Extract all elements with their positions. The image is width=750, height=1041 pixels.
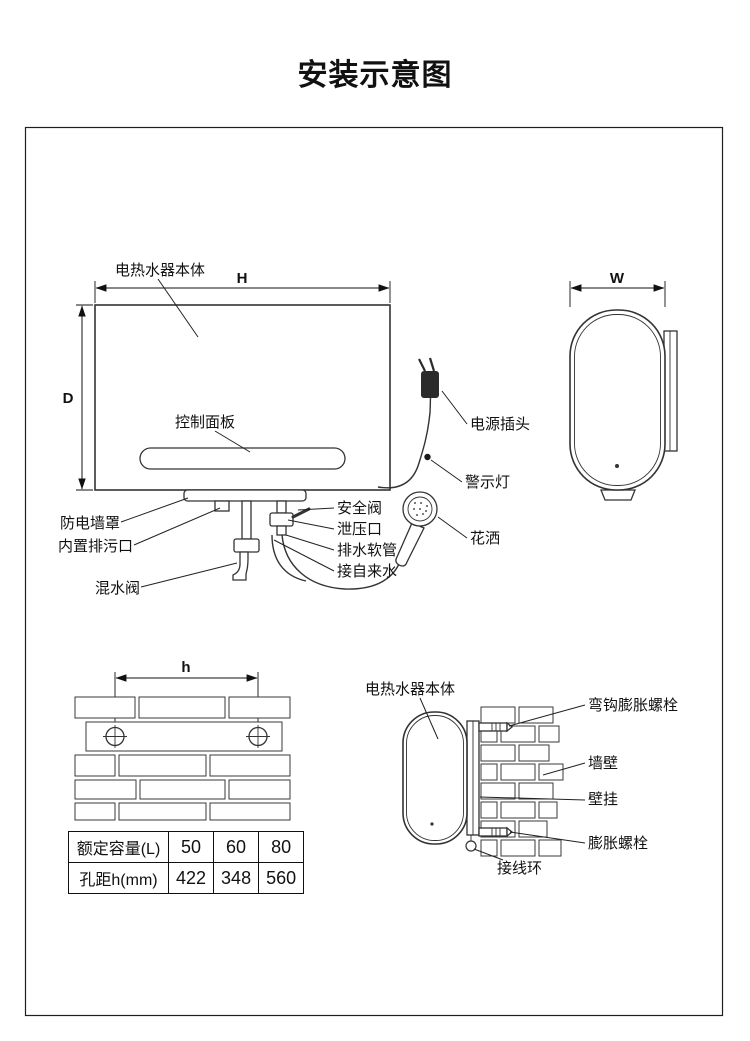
- wiring-ring-label: 接线环: [497, 860, 542, 877]
- hook-expansion-bolt: [478, 721, 514, 733]
- expansion-bolt: [478, 826, 514, 838]
- hook-expansion-bolt-leader: [508, 704, 586, 727]
- spec-row-capacity: 额定容量(L) 50 60 80: [68, 831, 305, 863]
- shower-handle: [395, 522, 425, 567]
- control-panel-leader: [214, 430, 251, 453]
- pressure-relief-leader: [287, 519, 335, 530]
- spec-row-hole-distance: 孔距h(mm) 422 348 560: [68, 862, 305, 894]
- mounting-hole-right-cross: [246, 725, 270, 748]
- install-body-leader: [419, 697, 439, 740]
- shower-leader: [437, 516, 468, 539]
- spec-hole-distance-value-1: 422: [167, 862, 215, 894]
- shower-label: 花洒: [470, 530, 500, 547]
- dim-h-extension-lines: [94, 281, 391, 303]
- heater-body-label: 电热水器本体: [115, 262, 205, 279]
- dim-w-extension-lines: [569, 281, 666, 307]
- hook-expansion-bolt-label: 弯钩膨胀螺栓: [588, 697, 678, 714]
- mixing-valve-pipe: [241, 500, 252, 540]
- dim-d-extension-lines: [76, 304, 93, 491]
- heater-body-install: [402, 711, 468, 845]
- dim-hole-label: h: [181, 659, 190, 676]
- side-base: [600, 489, 636, 501]
- power-plug-leader: [441, 390, 468, 425]
- dim-d-label: D: [63, 390, 74, 407]
- diagram-frame: [24, 126, 724, 1017]
- power-cord: [377, 397, 432, 489]
- spec-hole-distance-label: 孔距h(mm): [68, 862, 169, 894]
- shower-nozzles: [413, 502, 428, 516]
- safety-valve-pipe: [276, 500, 287, 514]
- anti-electric-cover-label: 防电墙罩: [60, 515, 120, 532]
- wall-bracket-leader: [479, 796, 586, 801]
- wall-leader: [542, 762, 586, 776]
- anti-electric-cover-leader: [120, 497, 189, 523]
- heater-body-install-inner: [406, 715, 464, 841]
- spec-hole-distance-value-3: 560: [258, 862, 305, 894]
- wall-install-view: 电热水器本体 弯钩膨胀螺栓 墙壁 壁挂 膨胀螺栓 接线环: [365, 681, 678, 877]
- dim-w-label: W: [610, 270, 625, 287]
- warning-light-leader: [430, 459, 463, 483]
- brick-wall: [74, 696, 291, 821]
- spec-capacity-value-1: 50: [167, 831, 215, 863]
- side-wall-bracket: [663, 330, 678, 452]
- wall-bracket-label: 壁挂: [588, 791, 618, 808]
- spec-table: 额定容量(L) 50 60 80 孔距h(mm) 422 348 560: [68, 831, 305, 894]
- plug-body: [421, 371, 439, 398]
- plug-prongs: [418, 357, 436, 372]
- mounting-holes: [103, 725, 270, 748]
- control-panel: [139, 447, 346, 470]
- hole-spacing-view: h: [74, 659, 291, 821]
- spec-capacity-value-2: 60: [213, 831, 260, 863]
- side-indicator-dot: [615, 464, 619, 468]
- pressure-relief-label: 泄压口: [337, 521, 382, 538]
- heater-body-leader: [157, 278, 199, 338]
- tap-water-label: 接自来水: [337, 563, 397, 580]
- install-body-label: 电热水器本体: [365, 681, 455, 698]
- safety-valve-leader: [297, 507, 335, 511]
- mixing-valve-label: 混水阀: [95, 580, 140, 597]
- drain-soft-hose: [271, 534, 307, 582]
- wiring-ring: [465, 840, 477, 852]
- spec-capacity-label: 额定容量(L): [68, 831, 169, 863]
- power-plug: [418, 357, 439, 398]
- shower-head: [395, 491, 438, 567]
- spec-capacity-value-3: 80: [258, 831, 305, 863]
- pressure-relief-port: [276, 525, 287, 536]
- drain-outlet-leader: [133, 507, 221, 546]
- side-view: W: [569, 270, 678, 501]
- heater-body-side: [569, 309, 666, 491]
- anti-electric-cover: [183, 489, 307, 502]
- heater-body-side-inner: [574, 314, 661, 486]
- expansion-bolt-leader: [509, 831, 586, 844]
- expansion-bolt-label: 膨胀螺栓: [588, 835, 648, 852]
- page-title: 安装示意图: [297, 59, 453, 92]
- shower-face-inner: [407, 496, 433, 522]
- mounting-hole-left-cross: [103, 725, 127, 748]
- drain-hose-label: 排水软管: [337, 542, 397, 559]
- dim-h-label: H: [237, 270, 248, 287]
- power-plug-label: 电源插头: [470, 416, 530, 433]
- warning-light-label: 警示灯: [465, 474, 510, 491]
- drain-outlet-label: 内置排污口: [58, 538, 133, 555]
- drain-hose-leader: [285, 534, 335, 551]
- front-view: H D 电热水器本体 控制面板: [58, 262, 530, 597]
- wiring-ring-leader: [473, 848, 504, 861]
- tap-water-leader: [273, 539, 335, 572]
- spec-hole-distance-value-2: 348: [213, 862, 260, 894]
- mixing-valve-body: [233, 538, 260, 553]
- safety-valve-label: 安全阀: [337, 499, 382, 517]
- safety-valve-body: [269, 512, 294, 527]
- shower-hose: [281, 534, 402, 590]
- safety-valve-lever: [291, 507, 311, 519]
- warning-light: [424, 453, 431, 461]
- control-panel-label: 控制面板: [175, 413, 235, 431]
- install-indicator-dot: [430, 822, 434, 826]
- wall-label: 墙壁: [588, 755, 618, 772]
- drain-outlet: [214, 500, 230, 512]
- mixing-valve-leader: [140, 562, 238, 588]
- mixing-valve-spout: [232, 551, 249, 581]
